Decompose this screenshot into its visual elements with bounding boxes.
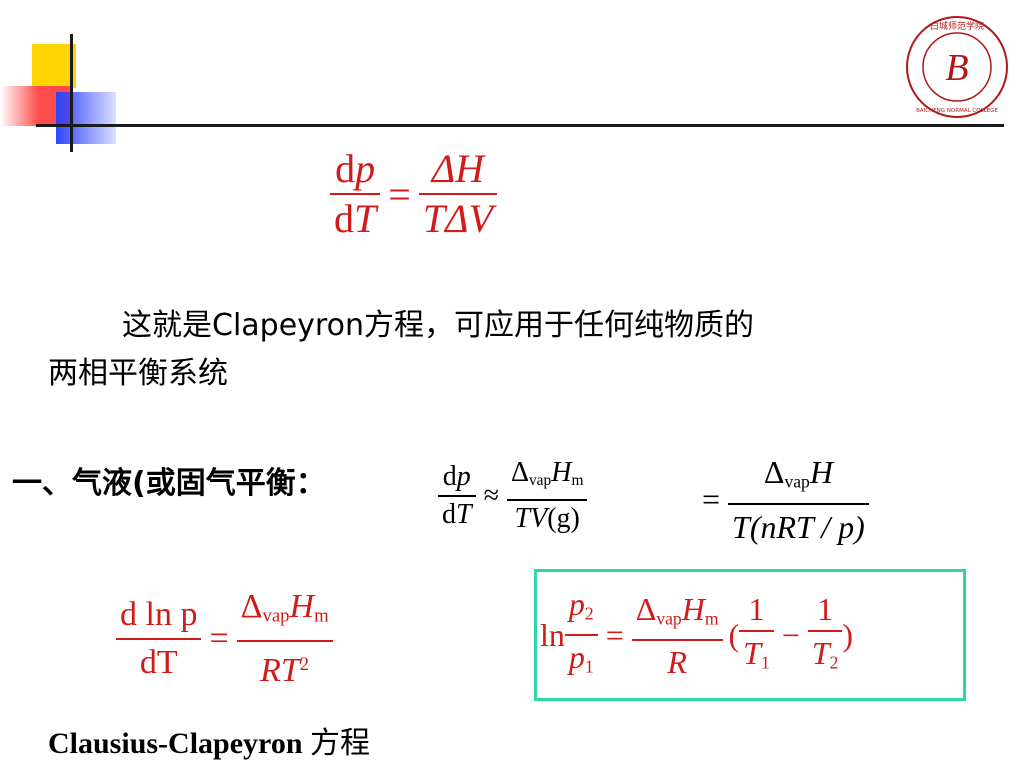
eq1-rhs-fraction: ΔH TΔV: [418, 145, 497, 243]
eq5-equals: =: [605, 616, 624, 653]
clausius-clapeyron-integrated: ln p2 p1 = ΔvapHm R ( 1 T1 − 1 T2 ): [540, 583, 853, 688]
approx-equation: dp dT ≈ ΔvapHm TV(g): [438, 455, 588, 537]
description-line-2: 两相平衡系统: [48, 356, 228, 391]
eq3-equals: =: [702, 481, 721, 518]
description-line-1: 这就是Clapeyron方程，可应用于任何纯物质的: [122, 308, 754, 343]
svg-text:白城师范学院: 白城师范学院: [930, 20, 984, 32]
svg-text:B: B: [945, 47, 968, 89]
section-heading: 一、气液(或固气平衡：: [12, 466, 326, 501]
eq2-rhs-fraction: ΔvapHm TV(g): [506, 455, 588, 537]
eq1-lhs-fraction: dp dT: [330, 145, 381, 243]
college-logo-icon: B 白城师范学院 BAICHENG NORMAL COLLEGE: [906, 16, 1008, 118]
header-vertical-rule: [70, 34, 73, 152]
caption-chinese: 方程: [310, 726, 371, 761]
equation-caption: Clausius-Clapeyron 方程: [48, 718, 370, 762]
eq5-inverse-t1: 1 T1: [739, 588, 774, 683]
eq5-ln: ln: [540, 616, 565, 653]
clapeyron-equation: dp dT = ΔH TΔV: [330, 145, 497, 243]
svg-text:BAICHENG NORMAL COLLEGE: BAICHENG NORMAL COLLEGE: [916, 108, 998, 114]
decor-yellow-square: [32, 44, 76, 88]
eq3-fraction: ΔvapH T(nRT / p): [728, 450, 869, 549]
eq5-pressure-ratio: p2 p1: [564, 583, 598, 688]
eq2-lhs-fraction: dp dT: [438, 459, 476, 533]
eq5-inverse-t2: 1 T2: [807, 588, 843, 683]
caption-latin: Clausius-Clapeyron: [48, 727, 303, 760]
eq5-enthalpy-fraction: ΔvapHm R: [631, 588, 723, 683]
clausius-clapeyron-differential: d ln p dT = ΔvapHm RT2: [116, 584, 333, 694]
eq4-lhs-fraction: d ln p dT: [116, 592, 202, 686]
eq4-rhs-fraction: ΔvapHm RT2: [236, 584, 333, 694]
header-rule: [36, 124, 1004, 127]
eq1-equals: =: [388, 171, 411, 217]
eq2-approx: ≈: [483, 479, 499, 511]
eq4-equals: =: [209, 619, 229, 657]
decor-blue-square: [56, 92, 116, 144]
integrated-equation-box: [534, 569, 966, 701]
ideal-gas-equation: = ΔvapH T(nRT / p): [694, 450, 869, 549]
clapeyron-description: 这就是Clapeyron方程，可应用于任何纯物质的 两相平衡系统: [48, 302, 948, 398]
